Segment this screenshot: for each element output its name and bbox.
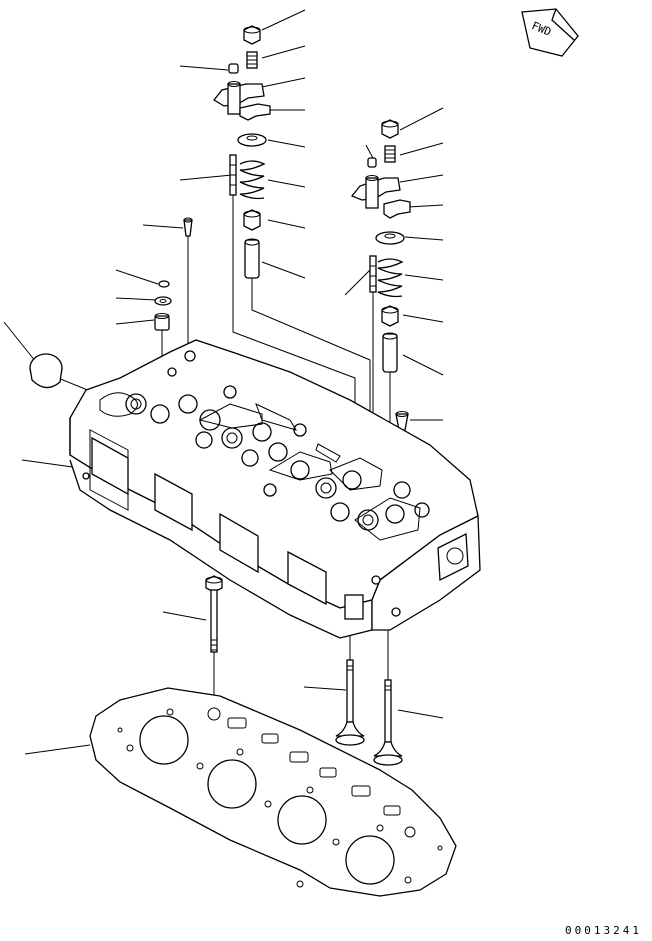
adjust-screw-left (246, 51, 258, 69)
fwd-label: FWD (530, 19, 553, 38)
exhaust-valve (373, 679, 403, 766)
rocker-arm-right (350, 175, 401, 209)
document-number: 00013241 (565, 924, 642, 937)
leader-lines (3, 9, 444, 755)
cylinder-head (69, 339, 481, 639)
nut-left (243, 25, 261, 45)
dowel-pin (158, 280, 170, 288)
nozzle-sleeve-right (395, 411, 409, 431)
fwd-arrow-icon: FWD (521, 8, 579, 57)
valve-spring-left (239, 160, 266, 200)
valve-guide-right (382, 332, 398, 373)
rocker-clip-right (383, 199, 411, 219)
valve-stem-left (229, 154, 237, 196)
nozzle-sleeve-left (183, 217, 193, 237)
valve-stem-right (369, 255, 377, 293)
valve-spring-right (377, 258, 404, 298)
head-bolt (205, 575, 223, 653)
sleeve (154, 313, 170, 331)
valve-stem-seal-right (381, 305, 399, 327)
adjust-screw-right (384, 145, 396, 163)
spring-retainer-left (237, 133, 267, 147)
rocker-arm-left (213, 81, 265, 115)
nut-right (381, 119, 399, 139)
rocker-clip-left (239, 103, 271, 121)
washer (154, 296, 172, 306)
dowel-small-right (367, 157, 377, 168)
head-gasket (89, 687, 457, 897)
expansion-plug (29, 353, 63, 389)
valve-guide-left (244, 238, 260, 279)
valve-stem-seal-left (243, 209, 261, 231)
dowel-small-left (228, 63, 239, 74)
intake-valve (335, 659, 365, 746)
spring-retainer-right (375, 231, 405, 245)
